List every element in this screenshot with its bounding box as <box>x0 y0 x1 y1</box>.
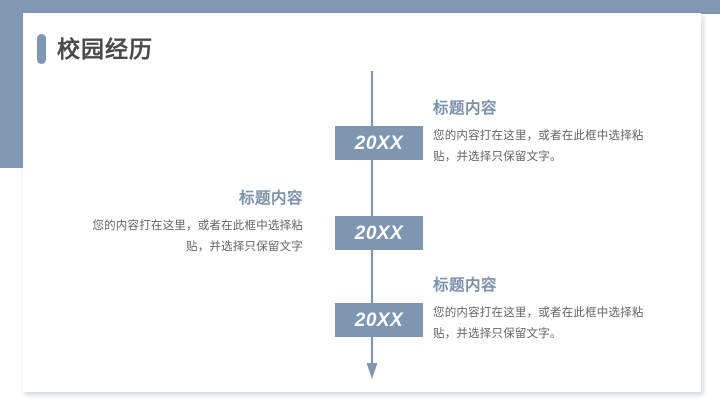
item-heading: 标题内容 <box>238 190 303 207</box>
timeline-row: 20XX 标题内容 您的内容打在这里，或者在此框中选择粘贴，并选择只保留文字。 <box>23 101 701 197</box>
title-text: 校园经历 <box>57 35 153 62</box>
year-badge[interactable]: 20XX <box>335 216 423 250</box>
timeline-row: 20XX 标题内容 您的内容打在这里，或者在此框中选择粘贴，并选择只保留文字 <box>23 191 701 287</box>
slide-card: 校园经历 20XX 标题内容 您的内容打在这里，或者在此框中选择粘贴，并选择只保… <box>23 13 701 392</box>
item-body: 您的内容打在这里，或者在此框中选择粘贴，并选择只保留文字。 <box>433 129 644 163</box>
item-body: 您的内容打在这里，或者在此框中选择粘贴，并选择只保留文字。 <box>433 306 644 340</box>
item-heading: 标题内容 <box>433 100 498 117</box>
year-badge[interactable]: 20XX <box>335 303 423 337</box>
title-accent-bar <box>37 34 46 64</box>
left-accent-block <box>0 0 23 168</box>
timeline-text-block: 标题内容 您的内容打在这里，或者在此框中选择粘贴，并选择只保留文字。 <box>433 101 661 168</box>
page-title: 校园经历 <box>37 34 153 64</box>
year-badge[interactable]: 20XX <box>335 126 423 160</box>
timeline-text-block: 标题内容 您的内容打在这里，或者在此框中选择粘贴，并选择只保留文字。 <box>433 278 661 345</box>
top-accent-band <box>0 0 720 14</box>
timeline-text-block: 标题内容 您的内容打在这里，或者在此框中选择粘贴，并选择只保留文字 <box>75 191 303 258</box>
timeline-row: 20XX 标题内容 您的内容打在这里，或者在此框中选择粘贴，并选择只保留文字。 <box>23 278 701 374</box>
item-heading: 标题内容 <box>433 277 498 294</box>
item-body: 您的内容打在这里，或者在此框中选择粘贴，并选择只保留文字 <box>92 219 303 253</box>
